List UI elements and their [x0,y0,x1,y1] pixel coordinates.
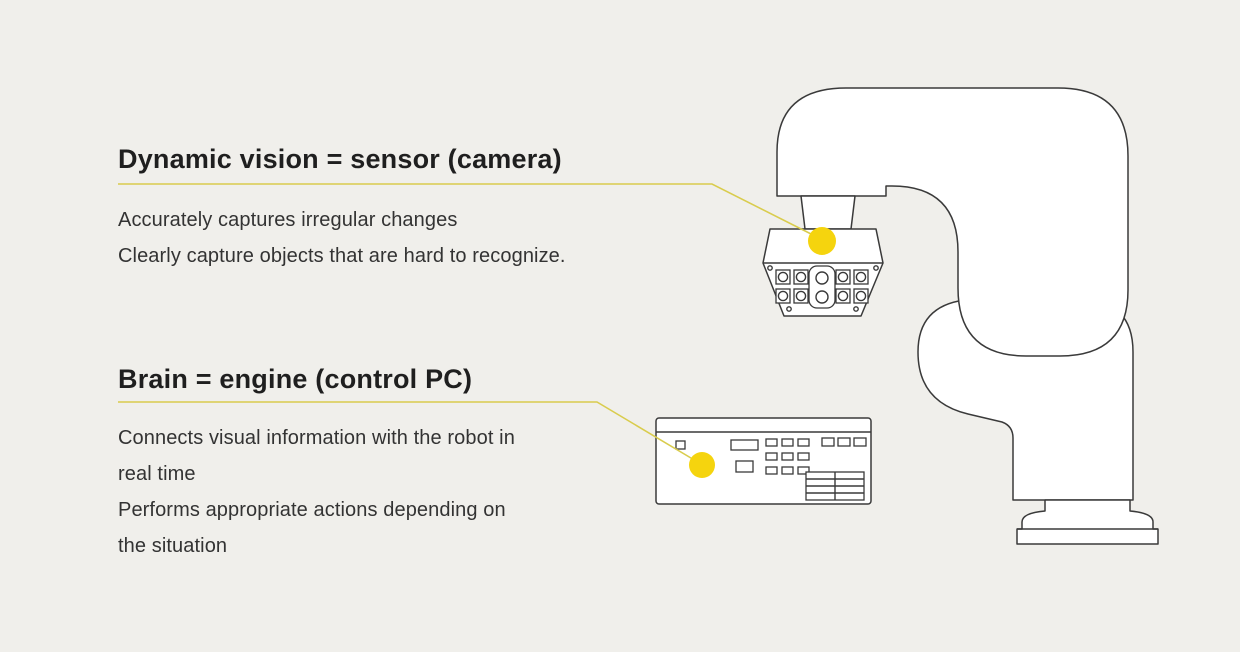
control-pc-vent-grid [805,471,865,501]
robot-arm-base [1016,499,1159,545]
body-brain-engine: Connects visual information with the rob… [118,420,515,564]
body-line: Connects visual information with the rob… [118,427,515,449]
callout-line-camera [118,183,822,240]
body-line: Performs appropriate actions depending o… [118,499,506,521]
body-line: real time [118,463,196,485]
control-pc-illustration [655,417,872,505]
callout-dot-control-pc [689,452,715,478]
robot-arm-illustration [762,87,1159,545]
camera-mount [800,195,856,230]
heading-dynamic-vision: Dynamic vision = sensor (camera) [118,144,562,174]
callout-line-control-pc [118,401,702,465]
body-line: Clearly capture objects that are hard to… [118,245,566,267]
body-line: the situation [118,535,228,557]
control-pc-front-panel [675,437,867,501]
body-line: Accurately captures irregular changes [118,209,458,231]
robot-arm-upper-link [776,87,1129,357]
camera-head [762,228,884,317]
heading-brain-engine: Brain = engine (control PC) [118,364,473,394]
callout-dot-camera [808,227,836,255]
body-dynamic-vision: Accurately captures irregular changes Cl… [118,202,566,274]
camera-lens-array [767,265,879,312]
